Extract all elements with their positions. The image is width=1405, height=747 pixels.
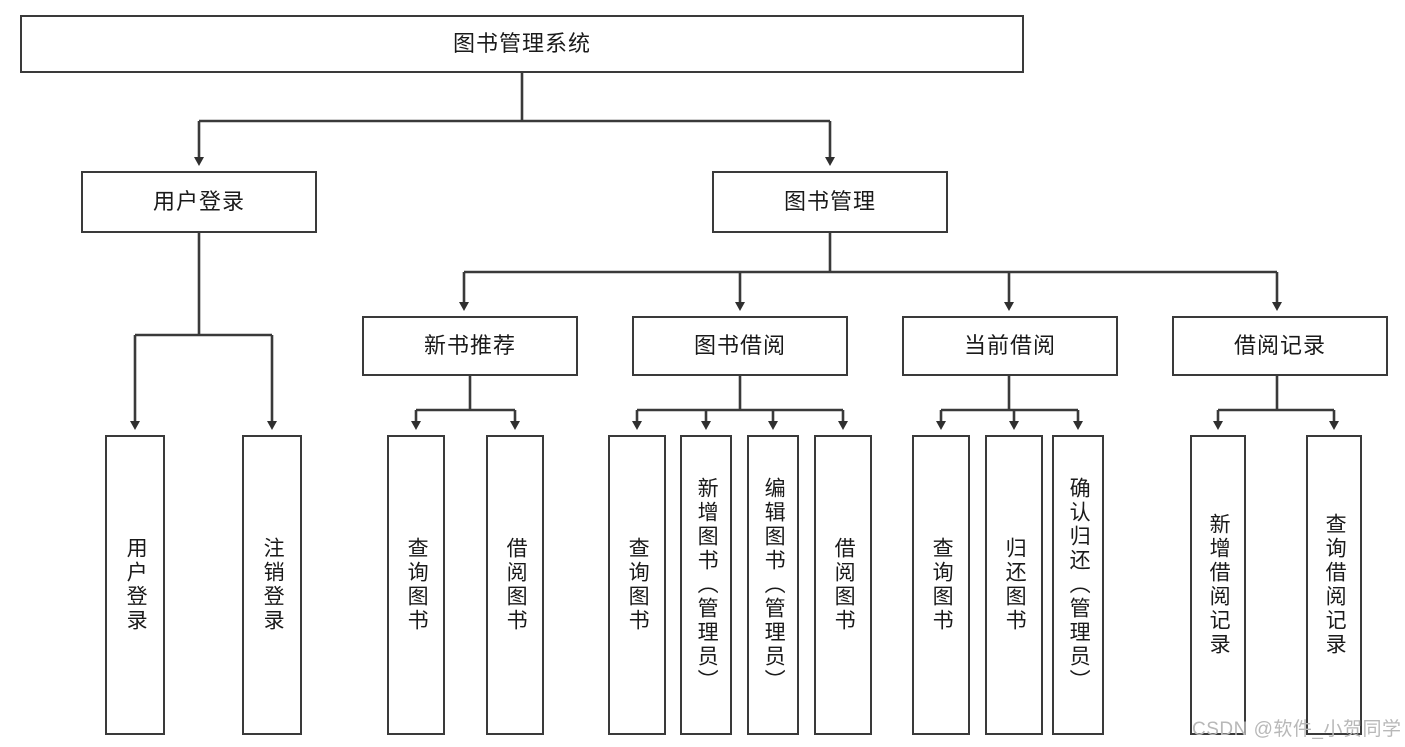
node-level2-new-book-recommend-label: 新书推荐 [423,332,516,358]
node-leaf-query-book-rec[interactable]: 查询图书 [387,435,445,735]
node-leaf-borrow-book-rec[interactable]: 借阅图书 [486,435,544,735]
node-root-label: 图书管理系统 [452,30,591,56]
node-leaf-borrow-book[interactable]: 借阅图书 [814,435,872,735]
node-level1-book-management[interactable]: 图书管理 [712,171,948,233]
node-level1-user-login[interactable]: 用户登录 [81,171,317,233]
node-leaf-logout-label: 注销登录 [261,537,285,633]
node-leaf-logout[interactable]: 注销登录 [242,435,302,735]
node-leaf-query-book-borrow[interactable]: 查询图书 [608,435,666,735]
node-level2-book-borrow[interactable]: 图书借阅 [632,316,848,376]
node-level2-borrow-record-label: 借阅记录 [1233,332,1326,358]
csdn-watermark: CSDN @软件_小贺同学 [1192,719,1402,740]
node-leaf-return-book[interactable]: 归还图书 [985,435,1043,735]
node-leaf-add-borrow-record[interactable]: 新增借阅记录 [1190,435,1246,735]
node-level2-current-borrow[interactable]: 当前借阅 [902,316,1118,376]
node-leaf-edit-book-admin[interactable]: 编辑图书（管理员） [747,435,799,735]
node-leaf-edit-book-admin-label: 编辑图书（管理员） [762,477,786,693]
node-root[interactable]: 图书管理系统 [20,15,1024,73]
node-leaf-query-book-current-label: 查询图书 [930,537,954,633]
node-leaf-borrow-book-rec-label: 借阅图书 [504,537,528,633]
node-level2-book-borrow-label: 图书借阅 [693,332,786,358]
node-leaf-add-book-admin[interactable]: 新增图书（管理员） [680,435,732,735]
node-leaf-borrow-book-label: 借阅图书 [832,537,856,633]
node-leaf-add-book-admin-label: 新增图书（管理员） [695,477,719,693]
node-level1-book-management-label: 图书管理 [783,188,876,214]
node-leaf-user-login-label: 用户登录 [124,537,148,633]
node-leaf-query-book-borrow-label: 查询图书 [626,537,650,633]
node-leaf-user-login[interactable]: 用户登录 [105,435,165,735]
node-level1-user-login-label: 用户登录 [152,188,245,214]
node-leaf-return-book-label: 归还图书 [1003,537,1027,633]
node-leaf-query-book-rec-label: 查询图书 [405,537,429,633]
node-leaf-query-borrow-record[interactable]: 查询借阅记录 [1306,435,1362,735]
node-leaf-query-borrow-record-label: 查询借阅记录 [1323,513,1347,657]
node-leaf-add-borrow-record-label: 新增借阅记录 [1207,513,1231,657]
node-level2-borrow-record[interactable]: 借阅记录 [1172,316,1388,376]
node-leaf-query-book-current[interactable]: 查询图书 [912,435,970,735]
node-leaf-confirm-return-admin-label: 确认归还（管理员） [1067,477,1091,693]
node-level2-new-book-recommend[interactable]: 新书推荐 [362,316,578,376]
node-leaf-confirm-return-admin[interactable]: 确认归还（管理员） [1052,435,1104,735]
node-level2-current-borrow-label: 当前借阅 [963,332,1056,358]
